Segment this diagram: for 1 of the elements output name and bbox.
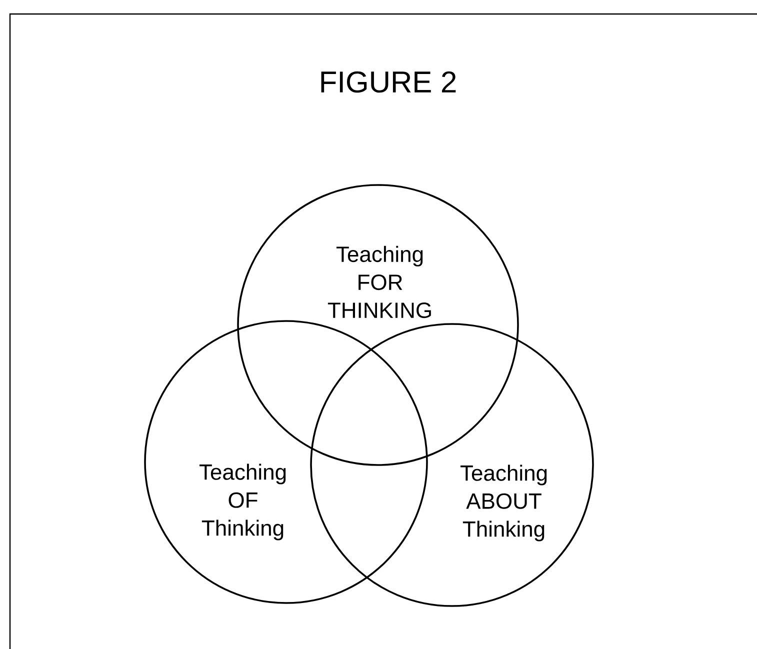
figure-title: FIGURE 2	[321, 71, 456, 93]
